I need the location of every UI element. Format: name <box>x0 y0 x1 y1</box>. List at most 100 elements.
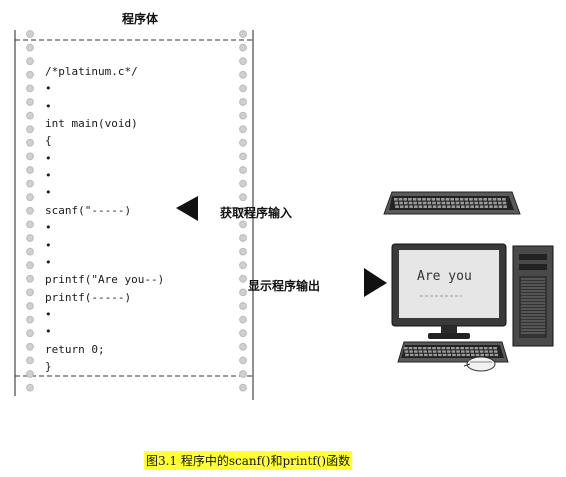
feed-hole <box>26 193 34 202</box>
keyboard-key <box>394 201 399 205</box>
code-ellipsis-dot: • <box>45 238 52 252</box>
keyboard-key <box>455 198 459 201</box>
keyboard-key <box>426 198 431 201</box>
keyboard-icon <box>397 341 509 363</box>
feed-hole <box>239 193 247 202</box>
keyboard-key <box>404 205 409 208</box>
code-ellipsis-dot: • <box>45 307 52 321</box>
feed-hole <box>239 125 247 134</box>
keyboard-key <box>479 350 484 353</box>
keyboard-key <box>503 205 507 208</box>
monitor-screen <box>399 250 499 318</box>
keyboard-key <box>422 347 427 350</box>
feed-hole <box>26 329 34 338</box>
feed-hole <box>239 166 247 174</box>
keyboard-key <box>489 205 493 208</box>
keyboard-key <box>417 198 422 201</box>
keyboard-key <box>436 201 441 205</box>
keyboard-key <box>451 201 455 205</box>
keyboard-key <box>493 350 498 353</box>
mouse-icon <box>463 356 496 372</box>
feed-hole <box>239 179 247 188</box>
keyboard-key <box>413 347 417 350</box>
keyboard-key <box>455 201 460 205</box>
code-ellipsis-dot: • <box>45 186 52 200</box>
keyboard-key <box>399 205 404 208</box>
keyboard-key <box>404 350 409 353</box>
feed-hole <box>239 43 247 52</box>
feed-hole <box>239 138 247 147</box>
keyboard-key <box>431 198 436 201</box>
tower-icon <box>512 245 554 347</box>
feed-hole <box>26 261 34 270</box>
keyboard-key <box>461 350 465 353</box>
feed-hole <box>26 220 34 229</box>
keyboard-key <box>446 205 451 208</box>
keyboard-key <box>414 353 419 357</box>
keyboard-key <box>437 350 442 353</box>
feed-hole <box>239 247 247 256</box>
keyboard-key <box>403 198 407 201</box>
code-line: printf(-----) <box>45 290 132 304</box>
keyboard-key <box>488 198 492 201</box>
keyboard-key <box>451 347 455 350</box>
feed-hole <box>26 30 34 38</box>
keyboard-key <box>436 198 440 201</box>
keyboard-key <box>469 347 474 350</box>
feed-hole <box>239 356 247 365</box>
feed-hole <box>239 111 247 120</box>
keyboard-key <box>484 205 489 208</box>
keyboard-key <box>456 350 460 353</box>
keyboard-key <box>473 198 478 201</box>
feed-hole <box>26 206 34 215</box>
code-ellipsis-dot: • <box>45 82 52 96</box>
keyboard-key <box>404 347 408 350</box>
keyboard-key <box>418 201 422 205</box>
keyboard-key <box>475 350 479 353</box>
monitor-screen-text: Are you <box>417 269 472 284</box>
feed-hole <box>239 302 247 310</box>
keyboard-key <box>475 205 479 208</box>
keyboard-key <box>488 347 493 350</box>
feed-hole <box>239 383 247 392</box>
feed-hole <box>26 370 34 378</box>
keyboard-key <box>424 353 428 357</box>
program-panel-title: 程序体 <box>121 12 158 26</box>
output-arrow-icon <box>364 268 387 297</box>
keyboard-key <box>418 347 422 350</box>
code-line: } <box>45 359 52 373</box>
keyboard-key <box>460 201 464 205</box>
input-label: 获取程序输入 <box>220 206 293 220</box>
feed-hole <box>26 98 34 106</box>
keyboard-key <box>456 205 460 208</box>
keyboard-icon <box>383 191 521 215</box>
keyboard-key <box>451 350 456 353</box>
feed-hole <box>26 57 34 66</box>
keyboard-key <box>408 201 413 205</box>
output-label: 显示程序输出 <box>248 279 321 293</box>
code-ellipsis-dot: • <box>45 151 52 165</box>
keyboard-key <box>469 201 474 205</box>
keyboard-key <box>478 198 483 201</box>
keyboard-key <box>493 205 498 208</box>
keyboard-key <box>441 347 446 350</box>
keyboard-key <box>414 205 418 208</box>
keyboard-key <box>446 347 450 350</box>
keyboard-key <box>432 347 436 350</box>
feed-hole <box>239 84 247 93</box>
code-line: scanf("-----) <box>45 203 132 217</box>
code-line: int main(void) <box>45 117 138 131</box>
keyboard-key <box>428 205 432 208</box>
feed-hole <box>26 247 34 256</box>
keyboard-key <box>446 201 450 205</box>
keyboard-key <box>470 205 474 208</box>
keyboard-key <box>409 350 413 353</box>
feed-hole <box>239 206 247 215</box>
feed-hole <box>239 234 247 242</box>
keyboard-key <box>483 201 488 205</box>
feed-hole <box>26 152 34 161</box>
keyboard-key <box>483 198 487 201</box>
keyboard-key <box>419 353 423 357</box>
keyboard-key <box>433 353 437 357</box>
keyboard-key <box>465 205 470 208</box>
